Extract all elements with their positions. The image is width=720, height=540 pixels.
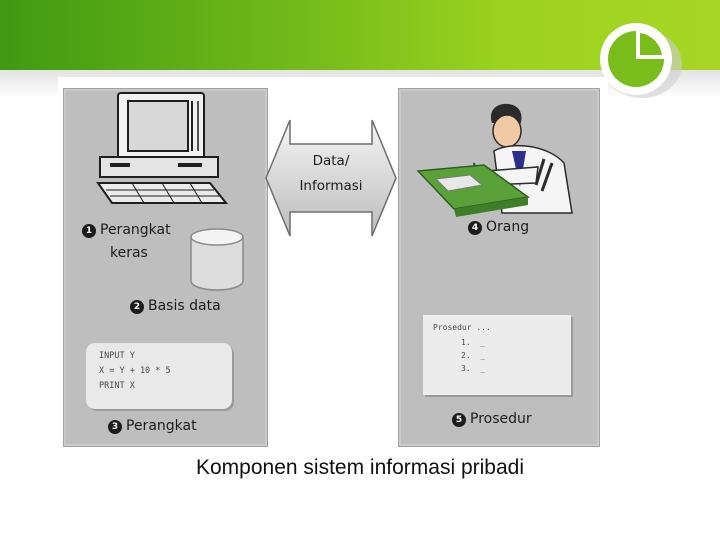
- label-people-text: Orang: [486, 219, 529, 235]
- label-people: 4 Orang: [468, 218, 529, 237]
- number-badge: 3: [108, 420, 122, 434]
- code-line: INPUT Y: [99, 350, 232, 362]
- label-procedure: 5 Prosedur: [452, 410, 532, 429]
- label-software-text: Perangkat: [126, 418, 197, 434]
- number-badge: 2: [130, 300, 144, 314]
- number-badge: 5: [452, 413, 466, 427]
- person-at-desk-icon: [416, 101, 578, 217]
- procedure-step: 2. _: [461, 349, 571, 362]
- label-hardware-line2: keras: [110, 244, 148, 263]
- arrow-label-line2: Informasi: [263, 177, 399, 195]
- label-hardware: 1 Perangkat: [82, 221, 171, 240]
- label-software: 3 Perangkat: [108, 417, 197, 436]
- procedure-document: Prosedur ... 1. _ 2. _ 3. _: [423, 315, 571, 395]
- code-line: X = Y + 10 * 5: [99, 365, 232, 377]
- number-badge: 4: [468, 221, 482, 235]
- figure-caption: Komponen sistem informasi pribadi: [0, 456, 720, 480]
- procedure-step: 1. _: [461, 336, 571, 349]
- label-database-text: Basis data: [148, 298, 221, 314]
- database-icon: [188, 227, 246, 293]
- code-box: INPUT Y X = Y + 10 * 5 PRINT X: [86, 343, 232, 409]
- arrow-label-line1: Data/: [263, 152, 399, 170]
- label-database: 2 Basis data: [130, 297, 221, 316]
- computer-icon: [92, 91, 228, 209]
- label-procedure-text: Prosedur: [470, 411, 532, 427]
- code-line: PRINT X: [99, 380, 232, 392]
- number-badge: 1: [82, 224, 96, 238]
- procedure-step: 3. _: [461, 362, 571, 375]
- label-hardware-line1: Perangkat: [100, 222, 171, 238]
- procedure-title: Prosedur ...: [433, 321, 571, 334]
